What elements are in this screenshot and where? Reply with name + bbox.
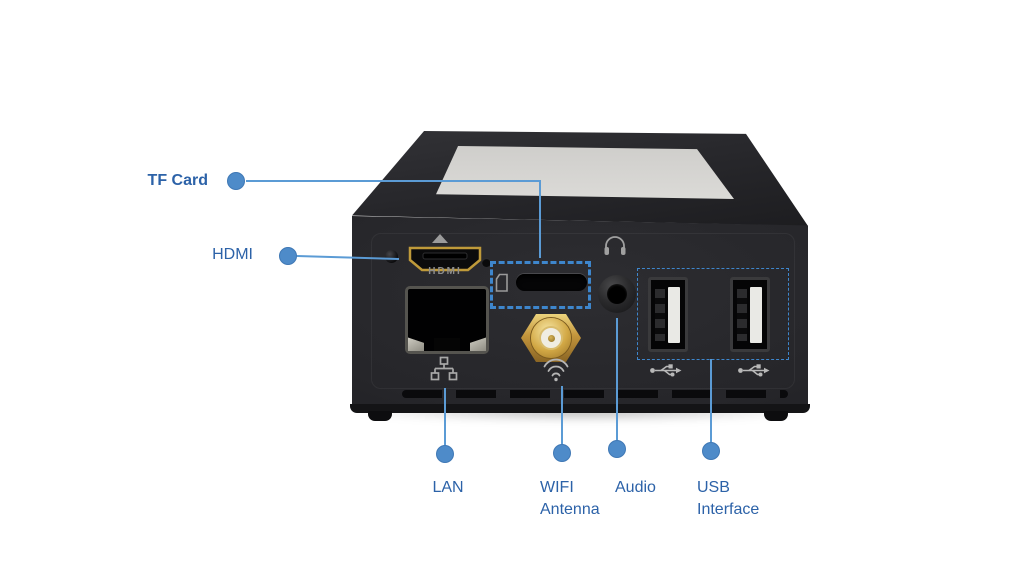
usb-interface-label-line2: Interface xyxy=(697,501,760,518)
hdmi-dot xyxy=(279,247,297,265)
audio-dot xyxy=(608,440,626,458)
tf-card-label: TF Card xyxy=(147,172,208,189)
rj45-metal-contact-right xyxy=(470,337,486,351)
lan-label: LAN xyxy=(432,479,464,496)
sma-antenna-insulator xyxy=(539,326,563,350)
usb-tongue xyxy=(750,287,762,343)
usb-trident-icon xyxy=(650,364,682,377)
wifi-antenna-label-line1: WIFI xyxy=(540,479,574,496)
hdmi-label: HDMI xyxy=(212,246,253,263)
tf-card-dot xyxy=(227,172,245,190)
usb-contacts xyxy=(737,289,747,341)
screw-hole xyxy=(385,250,398,263)
up-triangle-icon xyxy=(432,234,448,243)
wifi-signal-icon xyxy=(543,358,569,382)
wifi-antenna-label-line2: Antenna xyxy=(540,501,600,518)
lan-dot xyxy=(436,445,454,463)
usb-dot xyxy=(702,442,720,460)
wifi-dot xyxy=(553,444,571,462)
rubber-foot-left xyxy=(368,411,392,421)
headphone-icon xyxy=(604,236,626,255)
usb-a-port-2 xyxy=(730,277,770,352)
audio-jack-bore xyxy=(607,284,627,304)
led-pinhole xyxy=(482,258,491,267)
usb-interface-label: USB Interface xyxy=(697,477,792,521)
rj45-metal-contact-left xyxy=(408,337,424,351)
wifi-antenna-label: WIFI Antenna xyxy=(540,477,635,521)
device-screen xyxy=(436,146,734,199)
audio-label: Audio xyxy=(615,479,656,496)
tf-card-slot xyxy=(516,274,587,291)
tf-card-dashed-highlight xyxy=(490,261,591,309)
hdmi-logo-text: HDMI xyxy=(428,266,462,277)
usb-contacts xyxy=(655,289,665,341)
usb-dashed-highlight xyxy=(637,268,789,360)
usb-a-port-1 xyxy=(648,277,688,352)
usb-trident-icon xyxy=(738,364,770,377)
rubber-foot-right xyxy=(764,411,788,421)
rj45-lan-port xyxy=(405,286,489,354)
tf-card-icon xyxy=(495,273,508,292)
vent-slots xyxy=(402,390,788,398)
sma-antenna-pin xyxy=(548,335,555,342)
usb-tongue xyxy=(668,287,680,343)
usb-interface-label-line1: USB xyxy=(697,479,730,496)
rj45-clip-notch xyxy=(434,338,460,351)
front-panel-outline xyxy=(371,233,795,389)
device-bottom-edge xyxy=(350,404,810,413)
lan-network-icon xyxy=(430,356,458,381)
